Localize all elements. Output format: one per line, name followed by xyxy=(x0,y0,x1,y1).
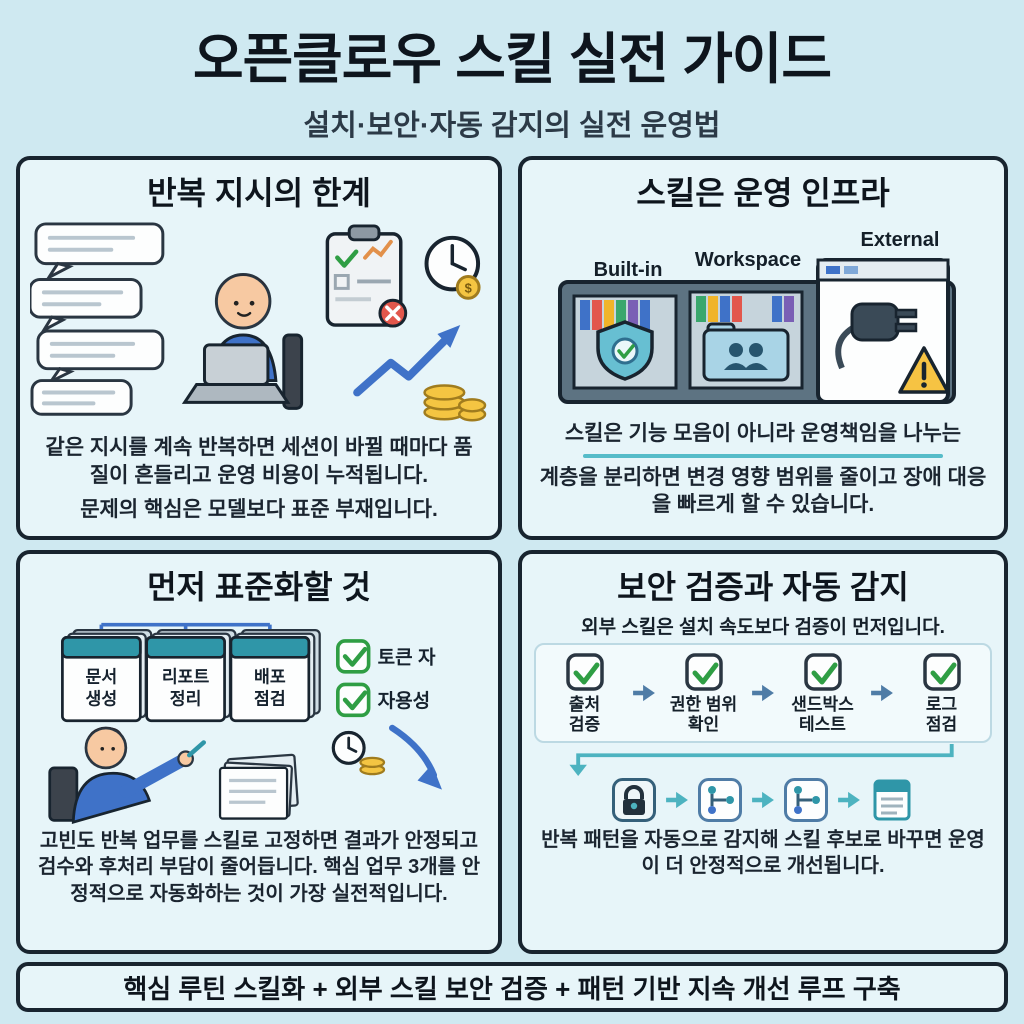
security-subtitle: 외부 스킬은 설치 속도보다 검증이 먼저입니다. xyxy=(581,617,945,638)
check-label-1: 토큰 자 xyxy=(378,647,436,669)
coins-icon xyxy=(423,384,487,422)
page-title: 오픈클로우 스킬 실전 가이드 xyxy=(192,28,832,90)
panel1-body-1: 같은 지시를 계속 반복하면 세션이 바뀔 때마다 품질이 흔들리고 운영 비용… xyxy=(45,436,473,487)
checkbox-icon xyxy=(803,653,842,691)
panel1-body-2: 문제의 핵심은 모델보다 표준 부재입니다. xyxy=(80,497,438,521)
teal-underline xyxy=(582,453,944,458)
panel2-title: 스킬은 운영 인프라 xyxy=(636,175,890,211)
panel1-title: 반복 지시의 한계 xyxy=(147,175,371,211)
task-card-doc: 문서 생성 xyxy=(61,628,153,723)
flow-connector-line xyxy=(569,744,954,777)
verification-flow: 출처 검증 권한 범위 확인 샌드박스 테스트 xyxy=(534,643,992,744)
automation-pipeline xyxy=(532,777,994,823)
panel-repetition-limits: 반복 지시의 한계 xyxy=(16,156,502,540)
flow-step-label: 샌드박스 테스트 xyxy=(791,695,854,734)
arrow-right-icon xyxy=(752,791,774,809)
flow-step-label: 로그 점검 xyxy=(925,695,958,734)
checkbox-icon xyxy=(684,653,723,691)
check-item-2: 자용성 xyxy=(336,682,430,718)
card-report-line1: 리포트 xyxy=(162,667,210,687)
flow-step-label: 출처 검증 xyxy=(568,695,601,734)
clipboard-icon xyxy=(325,224,408,328)
person-at-laptop-icon xyxy=(181,273,304,410)
repetition-illustration: $ xyxy=(30,222,487,422)
panel-skill-infrastructure: 스킬은 운영 인프라 xyxy=(518,156,1008,540)
card-report-line2: 정리 xyxy=(170,688,202,708)
arrow-right-icon xyxy=(838,791,860,809)
panel-security-detection: 보안 검증과 자동 감지 외부 스킬은 설치 속도보다 검증이 먼저입니다. 출… xyxy=(518,550,1008,954)
card-doc-line2: 생성 xyxy=(86,688,118,708)
panel-standardize-first: 먼저 표준화할 것 문서 생성 리포트 xyxy=(16,550,502,954)
svg-text:$: $ xyxy=(465,280,472,295)
card-doc-line1: 문서 xyxy=(86,667,118,687)
flow-step-permissions: 권한 범위 확인 xyxy=(659,652,748,734)
person-pointing-icon xyxy=(48,726,207,824)
panel2-body-2: 계층을 분리하면 변경 영향 범위를 줄이고 장애 대응을 빠르게 할 수 있습… xyxy=(539,465,987,517)
git-branch-icon xyxy=(698,778,742,823)
security-body: 반복 패턴을 자동으로 감지해 스킬 후보로 바꾸면 운영이 더 안정적으로 개… xyxy=(541,829,985,878)
external-plug-icon xyxy=(816,258,950,404)
summary-text: 핵심 루틴 스킬화 + 외부 스킬 보안 검증 + 패턴 기반 지속 개선 루프… xyxy=(123,973,901,1004)
card-deploy-line2: 점검 xyxy=(254,688,286,708)
check-label-2: 자용성 xyxy=(378,690,430,712)
shelf-label-built-in: Built-in xyxy=(594,259,663,281)
panel2-body-1: 스킬은 기능 모음이 아니라 운영책임을 나누는 xyxy=(564,422,962,445)
cost-down-icon xyxy=(331,724,443,790)
growth-arrow-icon xyxy=(353,325,461,397)
task-card-deploy: 배포 점검 xyxy=(229,628,321,723)
flow-step-label: 권한 범위 확인 xyxy=(669,695,738,734)
flow-step-logs: 로그 점검 xyxy=(897,652,986,734)
panel3-title: 먼저 표준화할 것 xyxy=(147,569,371,605)
clock-icon: $ xyxy=(424,235,481,300)
flow-step-sandbox: 샌드박스 테스트 xyxy=(778,652,867,734)
flow-step-source: 출처 검증 xyxy=(540,652,629,734)
panel4-title: 보안 검증과 자동 감지 xyxy=(617,569,909,605)
card-deploy-line1: 배포 xyxy=(254,667,286,687)
check-item-1: 토큰 자 xyxy=(336,639,436,674)
checkbox-icon xyxy=(565,653,604,691)
checkbox-icon xyxy=(922,653,961,691)
task-card-report: 리포트 정리 xyxy=(145,628,237,723)
papers-stack-icon xyxy=(218,753,299,820)
arrow-right-icon xyxy=(633,684,655,702)
arrow-right-icon xyxy=(871,684,893,702)
document-icon xyxy=(873,779,911,821)
page-subtitle: 설치·보안·자동 감지의 실전 운영법 xyxy=(303,110,721,142)
lock-icon xyxy=(612,778,656,823)
standardize-illustration: 문서 생성 리포트 정리 배포 점검 토 xyxy=(48,622,443,824)
header: 오픈클로우 스킬 실전 가이드 설치·보안·자동 감지의 실전 운영법 xyxy=(0,14,1024,144)
infrastructure-illustration: Built-in Workspace External xyxy=(558,229,956,404)
speech-bubbles-icon xyxy=(30,222,165,416)
summary-banner: 핵심 루틴 스킬화 + 외부 스킬 보안 검증 + 패턴 기반 지속 개선 루프… xyxy=(16,962,1008,1012)
arrow-right-icon xyxy=(752,684,774,702)
arrow-right-icon xyxy=(666,791,688,809)
shelf-label-workspace: Workspace xyxy=(695,249,801,271)
git-branch-icon xyxy=(784,778,828,823)
panel3-body: 고빈도 반복 업무를 스킬로 고정하면 결과가 안정되고 검수와 후처리 부담이… xyxy=(38,830,480,905)
shelf-label-external: External xyxy=(861,229,940,251)
